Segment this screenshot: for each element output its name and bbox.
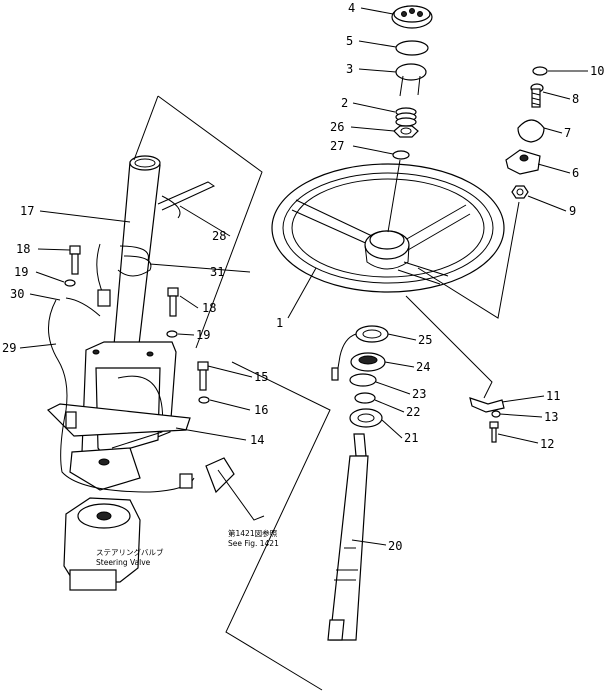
see-fig-label-jp: 第1421図参照 bbox=[228, 528, 278, 538]
label-15: 15 bbox=[254, 370, 268, 384]
label-27: 27 bbox=[330, 139, 344, 153]
label-28: 28 bbox=[212, 229, 226, 243]
washer-19-right bbox=[166, 330, 178, 338]
spring-part bbox=[395, 107, 417, 127]
label-19-left: 19 bbox=[14, 265, 28, 279]
center-line bbox=[387, 159, 401, 233]
label-26: 26 bbox=[330, 120, 344, 134]
steering-valve-label-en: Steering Valve bbox=[96, 558, 151, 567]
label-14: 14 bbox=[250, 433, 264, 447]
nut-9-part bbox=[511, 185, 529, 199]
knob-7-part bbox=[517, 119, 545, 143]
ring-22 bbox=[354, 392, 376, 404]
pedal-bracket bbox=[205, 457, 265, 521]
washer-19-left bbox=[64, 279, 76, 287]
label-30: 30 bbox=[10, 287, 24, 301]
label-25: 25 bbox=[418, 333, 432, 347]
bolt-15 bbox=[197, 361, 209, 391]
label-8: 8 bbox=[572, 92, 579, 106]
label-29: 29 bbox=[2, 341, 16, 355]
washer-16 bbox=[198, 396, 210, 404]
nut-part bbox=[393, 125, 419, 138]
cover-14 bbox=[46, 341, 191, 491]
clamp-28 bbox=[157, 181, 216, 219]
bearing-21 bbox=[349, 408, 383, 428]
label-21: 21 bbox=[404, 431, 418, 445]
bolt-18-left bbox=[69, 245, 81, 275]
steering-valve-label-jp: ステアリングバルブ bbox=[96, 547, 164, 557]
steering-wheel bbox=[271, 163, 505, 293]
knob-leader bbox=[417, 201, 520, 319]
label-18-right: 18 bbox=[202, 301, 216, 315]
bolt-18-right bbox=[167, 287, 179, 317]
steering-shaft-20 bbox=[327, 433, 369, 641]
label-20: 20 bbox=[388, 539, 402, 553]
label-16: 16 bbox=[254, 403, 268, 417]
see-fig-label-en: See Fig. 1421 bbox=[228, 539, 279, 548]
label-12: 12 bbox=[540, 437, 554, 451]
wire-harness bbox=[47, 243, 195, 493]
cap-10-part bbox=[532, 66, 548, 76]
label-9: 9 bbox=[569, 204, 576, 218]
label-7: 7 bbox=[564, 126, 571, 140]
label-2: 2 bbox=[341, 96, 348, 110]
label-17: 17 bbox=[20, 204, 34, 218]
bolt-8-part bbox=[530, 83, 544, 108]
guide-lines bbox=[133, 95, 493, 691]
snap-ring-23 bbox=[349, 373, 377, 387]
label-1: 1 bbox=[276, 316, 283, 330]
o-ring-part bbox=[395, 40, 429, 56]
label-18-left: 18 bbox=[16, 242, 30, 256]
label-5: 5 bbox=[346, 34, 353, 48]
cable-holder-31 bbox=[117, 245, 152, 277]
horn-button-part bbox=[395, 63, 427, 97]
label-19-right: 19 bbox=[196, 328, 210, 342]
washer-part bbox=[392, 150, 410, 160]
label-11: 11 bbox=[546, 389, 560, 403]
notes: ステアリングバルブ Steering Valve 第1421図参照 See Fi… bbox=[96, 528, 279, 567]
bearing-24 bbox=[350, 352, 386, 372]
label-22: 22 bbox=[406, 405, 420, 419]
label-10: 10 bbox=[590, 64, 604, 78]
leader-lines bbox=[19, 7, 588, 546]
steering-valve bbox=[63, 497, 141, 591]
bracket-11-13-12 bbox=[469, 397, 505, 443]
part-labels: 4 5 3 2 26 27 10 8 7 6 9 1 11 13 12 25 2… bbox=[2, 1, 604, 553]
cap-part bbox=[391, 5, 433, 29]
label-4: 4 bbox=[348, 1, 355, 15]
knob-base-6-part bbox=[505, 149, 541, 175]
label-24: 24 bbox=[416, 360, 430, 374]
label-13: 13 bbox=[544, 410, 558, 424]
label-31: 31 bbox=[210, 265, 224, 279]
label-6: 6 bbox=[572, 166, 579, 180]
label-3: 3 bbox=[346, 62, 353, 76]
label-23: 23 bbox=[412, 387, 426, 401]
switch-25 bbox=[331, 325, 389, 381]
steering-column bbox=[111, 155, 161, 371]
